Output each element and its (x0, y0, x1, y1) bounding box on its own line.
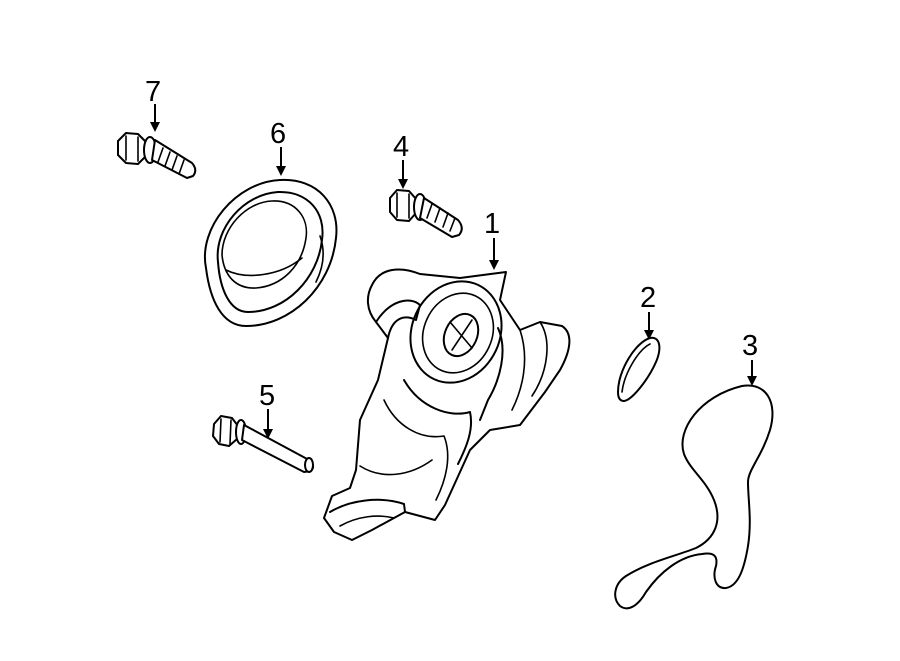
callout-2: 2 (640, 282, 656, 314)
part-6-pulley[interactable]: 6 (203, 118, 338, 327)
part-7-flange-bolt[interactable]: 7 (117, 76, 197, 179)
part-2-o-ring[interactable]: 2 (617, 282, 661, 402)
callout-3: 3 (742, 330, 758, 362)
part-4-flange-bolt[interactable]: 4 (389, 131, 463, 238)
callout-4: 4 (393, 131, 409, 163)
callout-1: 1 (484, 208, 500, 240)
part-1-water-pump[interactable]: 1 (323, 208, 571, 541)
callout-7: 7 (145, 76, 161, 108)
part-3-gasket[interactable]: 3 (614, 330, 774, 610)
part-5-long-bolt[interactable]: 5 (212, 380, 315, 473)
callout-5: 5 (259, 380, 275, 412)
callout-6: 6 (270, 118, 286, 150)
